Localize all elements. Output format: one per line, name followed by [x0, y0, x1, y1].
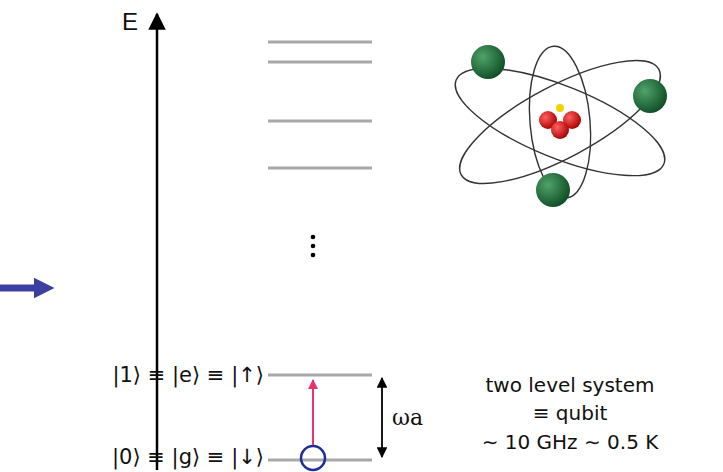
excited-state-label: |1⟩ ≡ |e⟩ ≡ |↑⟩ [112, 363, 264, 387]
frequency-label: ωa [392, 405, 423, 430]
energy-levels [268, 42, 372, 460]
description-text: ≡ qubit [533, 402, 608, 425]
atom-illustration [443, 38, 678, 207]
description-text: two level system [485, 374, 654, 397]
ground-state-label: |0⟩ ≡ |g⟩ ≡ |↓⟩ [112, 445, 264, 469]
excitation-arrow [312, 380, 314, 445]
axis-label: E [122, 8, 138, 36]
energy-axis [156, 14, 159, 470]
ground-state-circle [301, 446, 325, 470]
ellipsis-dots [311, 235, 316, 258]
pointer-arrow [0, 285, 44, 292]
frequency-arrow [381, 378, 383, 457]
description-text: ∼ 10 GHz ∼ 0.5 K [482, 431, 659, 454]
